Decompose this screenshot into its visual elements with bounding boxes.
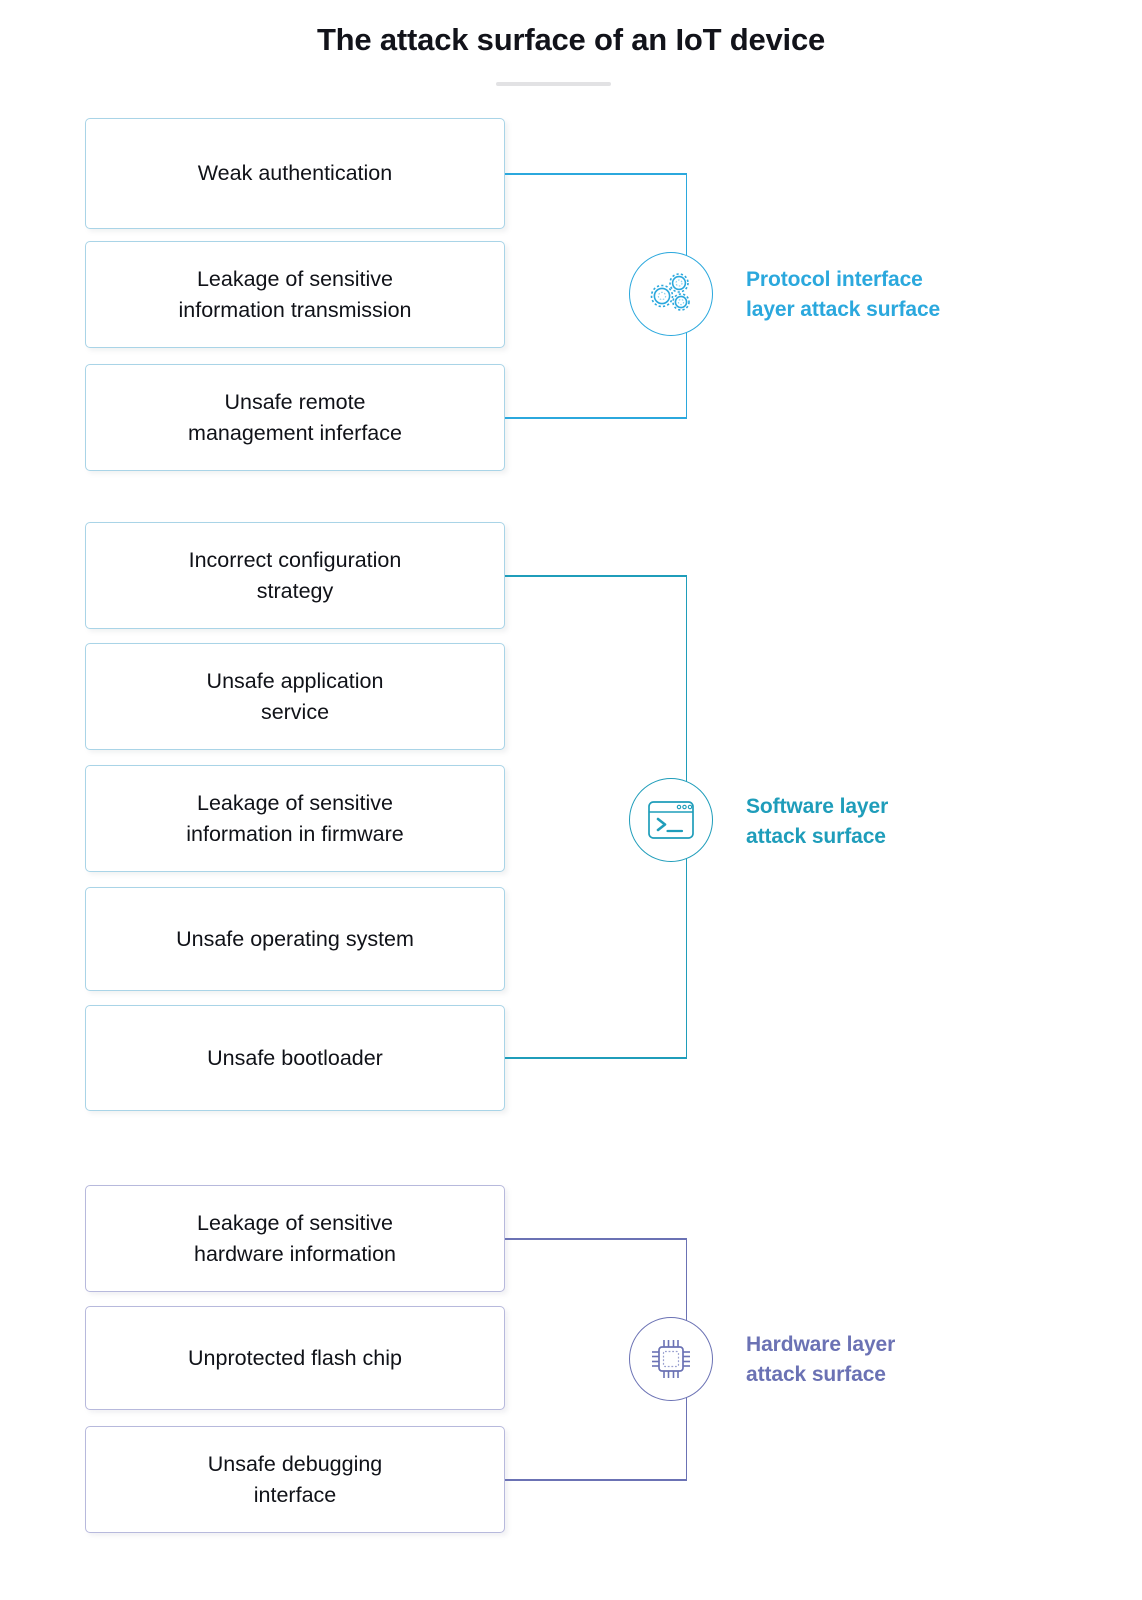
attack-surface-box[interactable]: Unsafe operating system [85, 887, 505, 991]
attack-surface-box-label: Incorrect configuration strategy [188, 547, 402, 603]
attack-surface-box[interactable]: Unsafe application service [85, 643, 505, 750]
gears-icon [629, 252, 713, 336]
layer-label-software: Software layer attack surface [746, 795, 889, 848]
title-divider [496, 82, 611, 86]
attack-surface-box[interactable]: Leakage of sensitive information in firm… [85, 765, 505, 872]
layer-label-protocol: Protocol interface layer attack surface [746, 268, 941, 321]
attack-surface-box[interactable]: Unsafe remote management inferface [85, 364, 505, 471]
attack-surface-box-label: Leakage of sensitive hardware informatio… [194, 1210, 396, 1266]
attack-surface-box-label: Weak authentication [197, 161, 393, 186]
terminal-icon [629, 778, 713, 862]
attack-surface-box[interactable]: Leakage of sensitive hardware informatio… [85, 1185, 505, 1292]
connector-bottom-arm [505, 1479, 687, 1481]
attack-surface-box-label: Unprotected flash chip [188, 1345, 402, 1370]
attack-surface-box[interactable]: Leakage of sensitive information transmi… [85, 241, 505, 348]
attack-surface-box[interactable]: Weak authentication [85, 118, 505, 229]
attack-surface-box-label: Unsafe remote management inferface [188, 389, 402, 445]
attack-surface-box-label: Leakage of sensitive information in firm… [186, 790, 404, 846]
page-title: The attack surface of an IoT device [316, 22, 826, 57]
attack-surface-box-label: Unsafe application service [206, 668, 384, 724]
attack-surface-box-label: Leakage of sensitive information transmi… [178, 266, 412, 322]
cpu-chip-icon [629, 1317, 713, 1401]
attack-surface-box[interactable]: Unsafe bootloader [85, 1005, 505, 1111]
layer-label-hardware: Hardware layer attack surface [746, 1333, 896, 1386]
attack-surface-box[interactable]: Unprotected flash chip [85, 1306, 505, 1410]
attack-surface-box[interactable]: Incorrect configuration strategy [85, 522, 505, 629]
connector-top-arm [505, 173, 687, 175]
attack-surface-box-label: Unsafe bootloader [207, 1045, 383, 1070]
connector-top-arm [505, 575, 687, 577]
attack-surface-box-label: Unsafe operating system [176, 926, 414, 951]
connector-bottom-arm [505, 1057, 687, 1059]
attack-surface-box[interactable]: Unsafe debugging interface [85, 1426, 505, 1533]
connector-bottom-arm [505, 417, 687, 419]
attack-surface-box-label: Unsafe debugging interface [207, 1451, 383, 1507]
connector-top-arm [505, 1238, 687, 1240]
